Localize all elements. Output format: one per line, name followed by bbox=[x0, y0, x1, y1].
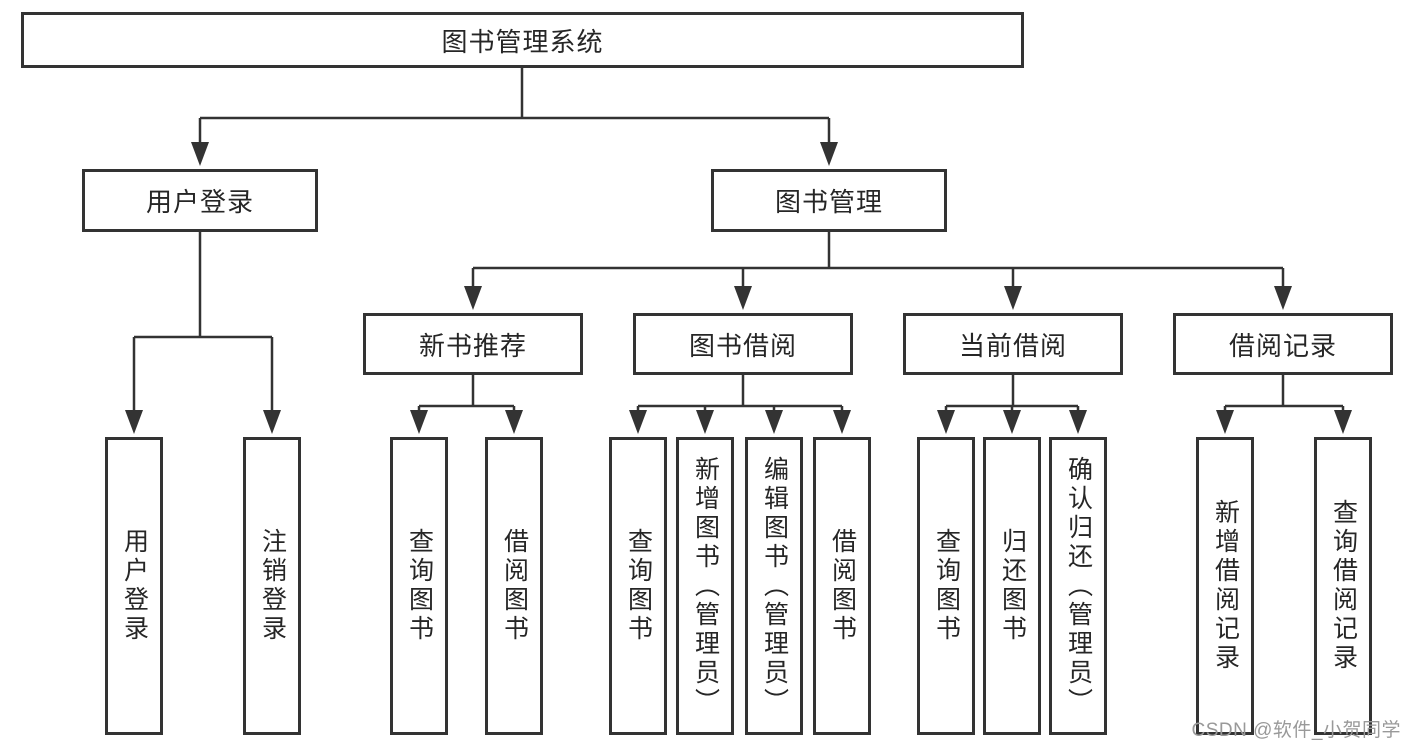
node-user-login: 用户登录 bbox=[82, 169, 318, 232]
leaf-borrow-books: 借阅图书 bbox=[813, 437, 871, 735]
node-book-borrowing: 图书借阅 bbox=[633, 313, 853, 375]
node-borrowing-records: 借阅记录 bbox=[1173, 313, 1393, 375]
leaf-return-book: 归还图书 bbox=[983, 437, 1041, 735]
leaf-edit-book-admin: 编辑图书（管理员） bbox=[745, 437, 803, 735]
leaf-user-login: 用户登录 bbox=[105, 437, 163, 735]
leaf-query-books-borrow: 查询图书 bbox=[609, 437, 667, 735]
leaf-query-books-current: 查询图书 bbox=[917, 437, 975, 735]
node-current-borrowing: 当前借阅 bbox=[903, 313, 1123, 375]
leaf-add-borrow-record: 新增借阅记录 bbox=[1196, 437, 1254, 735]
watermark: CSDN @软件_小贺同学 bbox=[1191, 720, 1401, 741]
leaf-logout: 注销登录 bbox=[243, 437, 301, 735]
node-new-book-recommend: 新书推荐 bbox=[363, 313, 583, 375]
arrowheads bbox=[125, 142, 1352, 434]
node-book-management: 图书管理 bbox=[711, 169, 947, 232]
leaf-query-borrow-record: 查询借阅记录 bbox=[1314, 437, 1372, 735]
leaf-add-book-admin: 新增图书（管理员） bbox=[676, 437, 734, 735]
leaf-borrow-books-recommend: 借阅图书 bbox=[485, 437, 543, 735]
leaf-query-books-recommend: 查询图书 bbox=[390, 437, 448, 735]
node-library-management-system: 图书管理系统 bbox=[21, 12, 1024, 68]
leaf-confirm-return-admin: 确认归还（管理员） bbox=[1049, 437, 1107, 735]
